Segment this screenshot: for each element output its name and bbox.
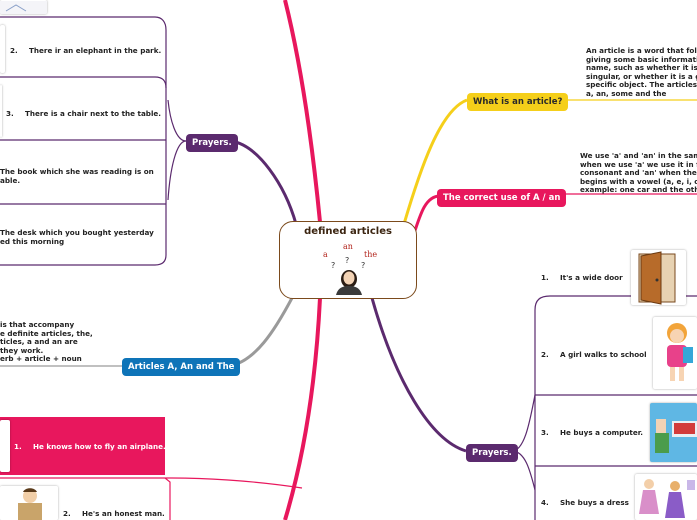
sentence-fly-airplane[interactable]: He knows how to fly an airplane. — [33, 442, 166, 451]
item-number: 2. — [541, 350, 549, 359]
item-number: 4. — [541, 498, 549, 507]
sentence-wide-door[interactable]: It's a wide door — [560, 273, 623, 282]
what-is-article-topic[interactable]: What is an article? — [467, 93, 569, 111]
question-mark: ? — [345, 256, 349, 265]
item-number: 2. — [10, 46, 18, 55]
dress-icon — [635, 474, 697, 520]
prayers-topic-left[interactable]: Prayers. — [186, 134, 238, 152]
articles-illustration: a an the ? ? ? — [312, 241, 386, 295]
computer-icon — [650, 403, 697, 462]
selected-sentence-node[interactable] — [0, 417, 165, 475]
articles-topic[interactable]: Articles A, An and The — [122, 358, 241, 376]
sentence-book-reading[interactable]: The book which she was reading is on abl… — [0, 167, 154, 185]
schoolgirl-icon — [653, 317, 697, 389]
item-number: 2. — [63, 509, 71, 518]
item-number: 1. — [14, 442, 22, 451]
item-number: 3. — [541, 428, 549, 437]
sentence-desk-bought[interactable]: The desk which you bought yesterday ed t… — [0, 228, 154, 246]
sentence-honest-man[interactable]: He's an honest man. — [82, 509, 165, 518]
articles-text: is that accompany e definite articles, t… — [0, 320, 93, 364]
question-mark: ? — [361, 261, 365, 270]
correct-use-text: We use 'a' and 'an' in the sam when we u… — [580, 151, 697, 195]
article-the-word: the — [364, 250, 377, 259]
question-mark: ? — [331, 261, 335, 270]
central-topic[interactable]: defined articles a an the ? ? ? — [279, 221, 417, 299]
sentence-girl-school[interactable]: A girl walks to school — [560, 350, 647, 359]
door-icon — [631, 250, 686, 305]
central-topic-title: defined articles — [304, 226, 392, 237]
sentence-elephant-park[interactable]: There ir an elephant in the park. — [29, 46, 162, 55]
sentence-chair-table[interactable]: There is a chair next to the table. — [25, 109, 162, 118]
sentence-buys-dress[interactable]: She buys a dress — [560, 498, 629, 507]
sentence-illustration — [0, 0, 47, 14]
sentence-illustration — [0, 420, 10, 472]
article-a-word: a — [323, 250, 328, 259]
item-number: 1. — [541, 273, 549, 282]
article-an-word: an — [343, 242, 353, 251]
what-is-article-text: An article is a word that follo giving s… — [586, 46, 697, 98]
honest-man-icon — [0, 486, 58, 520]
sentence-buys-computer[interactable]: He buys a computer. — [560, 428, 643, 437]
prayers-topic-right[interactable]: Prayers. — [466, 444, 518, 462]
correct-use-topic[interactable]: The correct use of A / an — [437, 189, 567, 207]
sentence-illustration — [0, 25, 5, 73]
sentence-illustration — [0, 85, 2, 137]
item-number: 3. — [6, 109, 14, 118]
